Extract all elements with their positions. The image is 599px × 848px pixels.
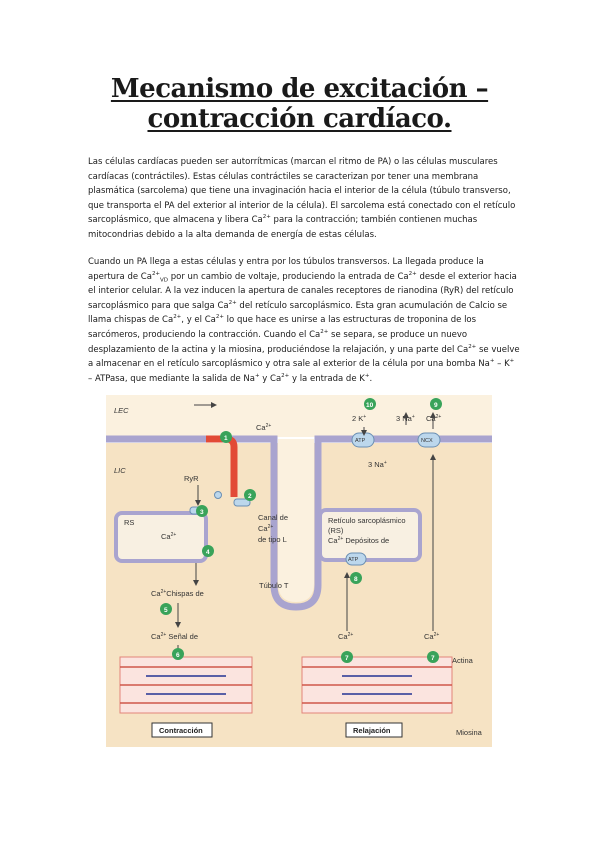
canal-label-3: de tipo L [258,535,287,544]
ca-extracellular-label: Ca2+ [256,423,271,432]
step-number: 9 [434,402,438,409]
depositos-label: Ca2+ Depósitos de [328,536,389,545]
ca-relax-right-label: Ca2+ [424,632,439,641]
step-number: 7 [431,655,435,662]
sarcomere-contracted [119,656,253,714]
step-marker [160,603,172,615]
step-number: 2 [248,493,252,500]
step-marker [196,505,208,517]
serca-atp-label: ATP [348,557,359,563]
page-title: Mecanismo de excitación – contracción ca… [40,74,559,134]
ca-out-label: Ca2+ [426,414,441,423]
ca-relax-left-label: Ca2+ [338,632,353,641]
step-marker [220,431,232,443]
rs-label: RS [124,518,134,527]
step-number: 5 [164,607,168,614]
tubulo-t-label: Túbulo T [259,581,289,590]
step-marker [430,398,442,410]
senal-label: Ca2+ Señal de [151,632,198,641]
ncx-exchanger [417,432,441,448]
title-line-1: Mecanismo de excitación – [110,74,489,104]
atp-pump-label: ATP [355,438,366,444]
extracellular-space [106,395,492,437]
contraccion-label: Contracción [159,726,203,735]
step-marker [244,489,256,501]
sarcoplasmic-reticulum-right [318,508,422,562]
ca-in-rs-label: Ca2+ [161,532,176,541]
excitation-contraction-diagram: RS Ca2+ Retículo sarcoplásmico (RS) Ca2+… [106,395,492,747]
step-number: 6 [176,652,180,659]
l-type-channel [233,498,251,507]
canal-label-2: Ca2+ [258,524,273,533]
step-marker [172,648,184,660]
miosina-label: Miosina [456,728,483,737]
na-label-bottom: 3 Na+ [368,460,387,469]
serca-pump [345,552,367,566]
step-marker [427,651,439,663]
canal-label-1: Canal de [258,513,288,522]
sarcomere-relaxed [301,656,453,714]
contraccion-box [151,722,213,738]
step-number: 4 [206,549,210,556]
lic-label: LIC [114,466,126,475]
ca-ion-icon [214,491,222,499]
relajacion-box [345,722,403,738]
step-marker [341,651,353,663]
paragraph-mechanism: Cuando un PA llega a estas células y ent… [88,257,520,384]
retic-label-2: (RS) [328,526,344,535]
k-label: 2 K+ [352,414,366,423]
na-label-top: 3 Na+ [396,414,415,423]
sarcolemma [106,435,492,611]
step-marker [202,545,214,557]
step-marker [364,398,376,410]
step-number: 1 [224,435,228,442]
t-tubule-lumen [278,439,314,602]
chispas-label: Ca2+Chispas de [151,589,204,598]
paragraph-intro: Las células cardíacas pueden ser autorrí… [88,157,516,240]
ryr-label: RyR [184,474,199,483]
title-line-2: contracción cardíaco. [147,104,452,134]
actina-label: Actina [452,656,474,665]
retic-label-1: Retículo sarcoplásmico [328,516,406,525]
ncx-label: NCX [421,438,433,444]
step-number: 7 [345,655,349,662]
step-marker [350,572,362,584]
step-number: 10 [366,402,374,409]
lec-label: LEC [114,406,129,415]
relajacion-label: Relajación [353,726,391,735]
step-number: 8 [354,576,358,583]
step-number: 3 [200,509,204,516]
sarcoplasmic-reticulum-left [114,511,208,563]
